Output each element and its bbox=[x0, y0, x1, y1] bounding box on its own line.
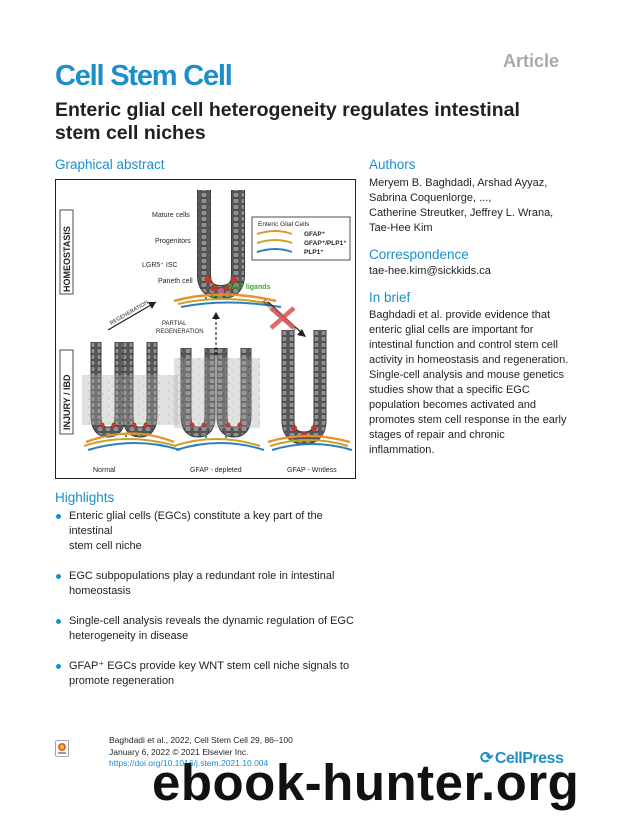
legend-plp1: PLP1⁺ bbox=[304, 249, 324, 256]
highlights-heading: Highlights bbox=[55, 490, 115, 505]
authors-list: Meryem B. Baghdadi, Arshad Ayyaz, Sabrin… bbox=[369, 176, 609, 236]
correspondence-heading: Correspondence bbox=[369, 247, 469, 262]
partial-regeneration-line1: PARTIAL bbox=[162, 321, 187, 327]
normal-label: Normal bbox=[93, 467, 116, 474]
correspondence-email[interactable]: tae-hee.kim@sickkids.ca bbox=[369, 265, 491, 277]
bullet-icon bbox=[56, 514, 61, 519]
in-brief-line: activity in homeostasis and regeneration… bbox=[369, 354, 569, 366]
cellpress-mark-icon: ⟳ bbox=[480, 750, 493, 767]
author-line: Sabrina Coquenlorge, ..., bbox=[369, 192, 492, 204]
in-brief-line: intestinal function and control stem cel… bbox=[369, 339, 558, 351]
in-brief-heading: In brief bbox=[369, 290, 411, 305]
citation: Baghdadi et al., 2022, Cell Stem Cell 29… bbox=[109, 735, 293, 745]
gfap-depleted-crypt bbox=[173, 348, 265, 451]
highlight-line: homeostasis bbox=[69, 585, 131, 597]
legend-gfap-plp1: GFAP⁺/PLP1⁺ bbox=[304, 240, 347, 247]
in-brief-line: population becomes activated and bbox=[369, 399, 536, 411]
legend-gfap: GFAP⁺ bbox=[304, 231, 326, 238]
journal-name: Cell Stem Cell bbox=[55, 60, 233, 92]
cellpress-logo: ⟳CellPress bbox=[480, 748, 564, 768]
publication-date: January 6, 2022 © 2021 Elsevier Inc. bbox=[109, 746, 249, 757]
highlight-line: promote regeneration bbox=[69, 675, 175, 687]
graphical-abstract-svg: HOMEOSTASIS INJURY / IBD Mature cells Pr… bbox=[59, 190, 353, 474]
regeneration-label-left: REGENERATION bbox=[109, 300, 150, 327]
highlight-item: EGC subpopulations play a redundant role… bbox=[55, 569, 365, 599]
check-for-updates-icon[interactable] bbox=[55, 740, 69, 757]
homeostasis-glial-cells bbox=[173, 293, 282, 308]
bullet-icon bbox=[56, 664, 61, 669]
highlight-line: EGC subpopulations play a redundant role… bbox=[69, 570, 335, 582]
regeneration-arrow-left: REGENERATION bbox=[107, 300, 157, 331]
highlight-line: heterogeneity in disease bbox=[69, 630, 189, 642]
graphical-abstract-heading: Graphical abstract bbox=[55, 157, 165, 172]
normal-crypt bbox=[82, 342, 181, 451]
watermark: ebook-hunter.org bbox=[152, 754, 580, 811]
highlight-item: GFAP⁺ EGCs provide key WNT stem cell nic… bbox=[55, 659, 365, 689]
legend-title: Enteric Glial Cells bbox=[258, 221, 310, 228]
paneth-cell-label: Paneth cell bbox=[158, 278, 193, 285]
partial-regeneration-arrow: PARTIAL REGENERATION bbox=[156, 312, 220, 355]
mature-cells-label: Mature cells bbox=[152, 212, 190, 219]
homeostasis-crypt bbox=[197, 190, 245, 300]
gfap-depleted-label: GFAP - depleted bbox=[190, 467, 242, 474]
glial-cell-legend: Enteric Glial Cells GFAP⁺ GFAP⁺/PLP1⁺ PL… bbox=[251, 216, 351, 261]
bullet-icon bbox=[56, 574, 61, 579]
title-line-2: stem cell niches bbox=[55, 122, 206, 144]
article-title: Enteric glial cell heterogeneity regulat… bbox=[55, 99, 575, 145]
progenitors-label: Progenitors bbox=[155, 238, 191, 245]
citation-block: Baghdadi et al., 2022, Cell Stem Cell 29… bbox=[109, 735, 293, 770]
graphical-abstract-figure: HOMEOSTASIS INJURY / IBD Mature cells Pr… bbox=[55, 179, 356, 479]
gfap-wntless-label: GFAP - Wntless bbox=[287, 467, 337, 474]
doi-link[interactable]: https://doi.org/10.1016/j.stem.2021.10.0… bbox=[109, 758, 269, 768]
highlight-item: Single-cell analysis reveals the dynamic… bbox=[55, 614, 365, 644]
homeostasis-label-box bbox=[59, 209, 74, 295]
author-line: Tae-Hee Kim bbox=[369, 222, 433, 234]
highlight-line: Enteric glial cells (EGCs) constitute a … bbox=[69, 510, 323, 537]
highlights-list: Enteric glial cells (EGCs) constitute a … bbox=[55, 509, 365, 704]
article-type-tag: Article bbox=[503, 51, 560, 71]
cellpress-label: CellPress bbox=[494, 750, 564, 767]
injury-ibd-label: INJURY / IBD bbox=[62, 374, 72, 430]
injury-ibd-label-box bbox=[59, 349, 74, 435]
in-brief-line: stages of repair and chronic bbox=[369, 429, 505, 441]
blocked-cross-icon bbox=[269, 306, 296, 330]
highlight-line: stem cell niche bbox=[69, 540, 142, 552]
in-brief-line: inflammation. bbox=[369, 444, 435, 456]
title-line-1: Enteric glial cell heterogeneity regulat… bbox=[55, 99, 520, 121]
in-brief-line: Baghdadi et al. provide evidence that bbox=[369, 309, 551, 321]
in-brief-line: promotes stem cell response in the early bbox=[369, 414, 567, 426]
highlight-line: Single-cell analysis reveals the dynamic… bbox=[69, 615, 354, 627]
highlight-line: GFAP⁺ EGCs provide key WNT stem cell nic… bbox=[69, 660, 350, 672]
in-brief-line: studies show that a specific EGC bbox=[369, 384, 530, 396]
authors-heading: Authors bbox=[369, 157, 416, 172]
wnt-ligands-label: WNT ligands bbox=[228, 284, 270, 291]
author-line: Meryem B. Baghdadi, Arshad Ayyaz, bbox=[369, 177, 548, 189]
partial-regeneration-line2: REGENERATION bbox=[156, 329, 204, 335]
gfap-wntless-crypt bbox=[267, 330, 353, 451]
homeostasis-label: HOMEOSTASIS bbox=[62, 226, 72, 292]
in-brief-line: enteric glial cells are important for bbox=[369, 324, 534, 336]
author-line: Catherine Streutker, Jeffrey L. Wrana, bbox=[369, 207, 554, 219]
lgr5-isc-label: LGR5⁺ ISC bbox=[142, 262, 178, 269]
in-brief-text: Baghdadi et al. provide evidence that en… bbox=[369, 308, 609, 458]
in-brief-line: Single-cell analysis and mouse genetics bbox=[369, 369, 565, 381]
highlight-item: Enteric glial cells (EGCs) constitute a … bbox=[55, 509, 365, 554]
bullet-icon bbox=[56, 619, 61, 624]
